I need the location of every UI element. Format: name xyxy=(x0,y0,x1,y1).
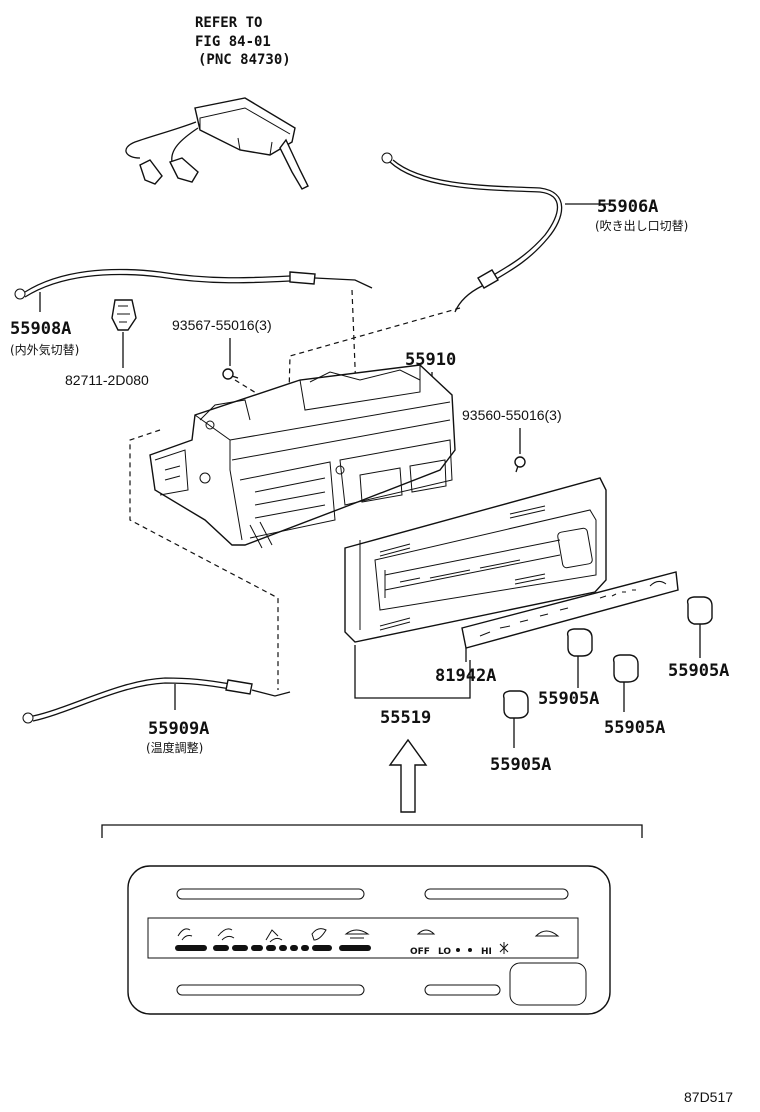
label-82711: 82711-2D080 xyxy=(65,372,149,388)
fan-lo-label: LO xyxy=(438,947,451,957)
cable-55906A-drawing xyxy=(381,152,610,313)
label-93560: 93560-55016(3) xyxy=(462,407,562,423)
foot-defrost-icon xyxy=(311,928,327,941)
control-panel-55519-drawing xyxy=(344,477,607,643)
refer-to-line2: FIG 84-01 xyxy=(195,34,271,50)
defrost-icon xyxy=(344,929,370,939)
knob-1-drawing xyxy=(686,596,713,658)
label-55908A: 55908A xyxy=(10,319,71,339)
label-55906A: 55906A xyxy=(597,197,658,217)
screw-93560-icon xyxy=(514,456,526,473)
panel-front-view: OFF LO HI xyxy=(127,865,611,1015)
label-93567: 93567-55016(3) xyxy=(172,317,272,333)
label-55519: 55519 xyxy=(380,708,431,728)
label-55909A: 55909A xyxy=(148,719,209,739)
bracket-55519 xyxy=(354,645,471,699)
cable-55909A-drawing xyxy=(22,677,291,724)
label-55905A-3: 55905A xyxy=(604,718,665,738)
face-vent-icon xyxy=(177,928,193,941)
blower-unit-drawing xyxy=(125,97,309,190)
panel-view-bracket xyxy=(101,824,643,838)
heater-control-base-drawing xyxy=(149,364,456,549)
fan-icon xyxy=(499,942,509,954)
cable-55908A-drawing xyxy=(14,268,373,312)
refer-to-line1: REFER TO xyxy=(195,15,262,31)
plate-81942A-drawing xyxy=(461,571,679,649)
note-55908A: (内外気切替) xyxy=(10,342,79,357)
figure-code: 87D517 xyxy=(684,1089,733,1105)
fresh-air-icon xyxy=(534,930,560,937)
label-55905A-4: 55905A xyxy=(490,755,551,775)
label-81942A: 81942A xyxy=(435,666,496,686)
knob-3-drawing xyxy=(612,654,639,712)
note-55906A: (吹き出し口切替) xyxy=(595,219,688,233)
screw-93567-icon xyxy=(222,368,239,380)
bilevel-vent-icon xyxy=(217,928,235,941)
note-55909A: (温度調整) xyxy=(146,740,203,755)
knob-4-drawing xyxy=(502,690,529,748)
foot-vent-icon xyxy=(265,929,283,943)
fan-hi-label: HI xyxy=(481,947,492,957)
refer-to-line3: (PNC 84730) xyxy=(198,52,291,68)
knob-2-drawing xyxy=(566,628,593,688)
fan-off-label: OFF xyxy=(410,947,430,957)
recirculation-icon xyxy=(416,929,436,935)
label-55905A-2: 55905A xyxy=(538,689,599,709)
clip-82711-drawing xyxy=(111,299,137,368)
label-55905A-1: 55905A xyxy=(668,661,729,681)
up-arrow-icon xyxy=(388,738,428,813)
